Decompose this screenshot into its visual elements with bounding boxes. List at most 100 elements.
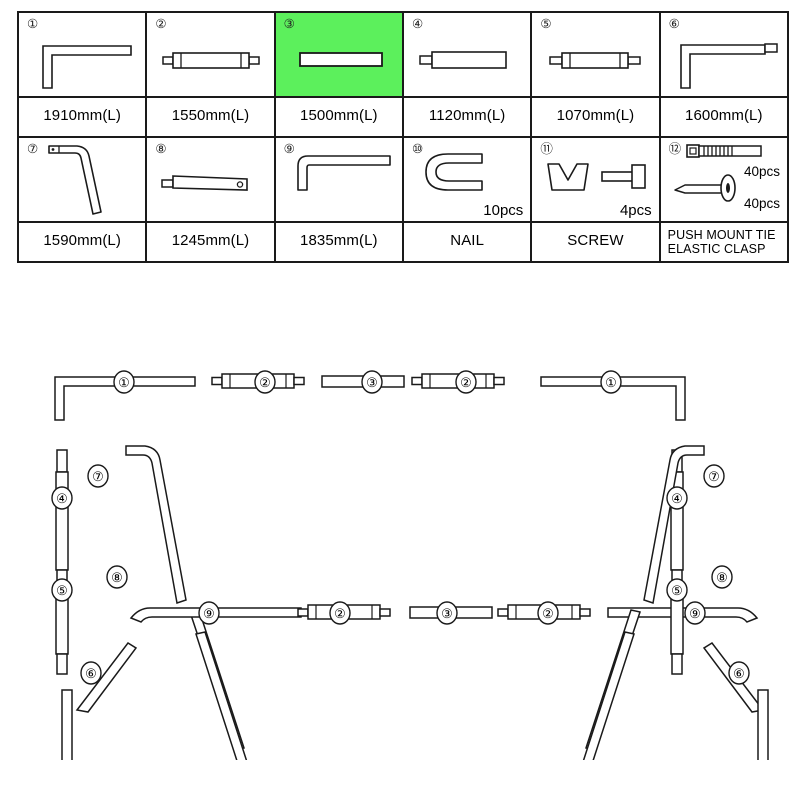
l-bracket-socket-tube-icon bbox=[679, 43, 778, 89]
part-index-8: ⑧ bbox=[155, 142, 167, 156]
badge-label: ④ bbox=[56, 491, 68, 506]
push-mount-tie-and-clasp-icon bbox=[673, 144, 762, 202]
double-socket-tube-icon bbox=[549, 52, 642, 69]
badge-label: ⑥ bbox=[733, 666, 745, 681]
badge-left-post-6: ⑥ bbox=[80, 661, 102, 685]
badge-label: ⑤ bbox=[56, 583, 68, 598]
wing-nut-and-screw-icon bbox=[547, 163, 647, 191]
right-brace-7 bbox=[643, 445, 705, 604]
part-art-8: ⑧ bbox=[147, 138, 273, 221]
badge-left-post-5: ⑤ bbox=[51, 578, 73, 602]
badge-right-brace-7: ⑦ bbox=[703, 464, 725, 488]
badge-bottom-9-left: ⑨ bbox=[198, 601, 220, 625]
badge-label: ② bbox=[460, 375, 472, 390]
part-art-6: ⑥ bbox=[661, 13, 787, 96]
left-post-6 bbox=[61, 689, 73, 807]
left-post-5-socket-bottom bbox=[56, 653, 68, 675]
part-cell-9[interactable]: ⑨ 1835mm(L) bbox=[275, 138, 404, 261]
part-index-5: ⑤ bbox=[540, 17, 552, 31]
left-brace-8 bbox=[195, 631, 248, 765]
part-index-2: ② bbox=[155, 17, 167, 31]
badge-right-brace-8: ⑧ bbox=[711, 565, 733, 589]
part-label-5: 1070mm(L) bbox=[532, 95, 659, 136]
badge-label: ① bbox=[605, 375, 617, 390]
parts-list-table: ① 1910mm(L) ② 1550mm(L) bbox=[17, 11, 789, 263]
part-label-7: 1590mm(L) bbox=[19, 220, 146, 261]
part-label-12: PUSH MOUNT TIE ELASTIC CLASP bbox=[660, 220, 787, 261]
badge-label: ⑤ bbox=[671, 583, 683, 598]
part-label-8: 1245mm(L) bbox=[147, 220, 274, 261]
badge-right-post-6: ⑥ bbox=[728, 661, 750, 685]
part-qty-11: 4pcs bbox=[619, 201, 652, 219]
part-art-7: ⑦ bbox=[19, 138, 145, 221]
parts-table-row-1: ① 1910mm(L) ② 1550mm(L) bbox=[19, 13, 787, 138]
badge-top-1-left: ① bbox=[113, 370, 135, 394]
part-cell-10[interactable]: ⑩ 10pcs NAIL bbox=[403, 138, 533, 261]
badge-top-2-left: ② bbox=[254, 370, 276, 394]
part-cell-3[interactable]: ③ 1500mm(L) bbox=[275, 13, 404, 136]
badge-label: ③ bbox=[441, 606, 453, 621]
bottom-left-angle bbox=[75, 642, 138, 713]
u-nail-icon bbox=[425, 153, 483, 191]
part-cell-12[interactable]: ⑫ 40pcs bbox=[660, 138, 787, 261]
part-cell-11[interactable]: ⑪ 4pcs SCREW bbox=[532, 138, 661, 261]
badge-bottom-9-right: ⑨ bbox=[684, 601, 706, 625]
part-art-1: ① bbox=[19, 13, 145, 96]
badge-label: ⑧ bbox=[111, 570, 123, 585]
part-index-3: ③ bbox=[283, 17, 295, 31]
part-index-6: ⑥ bbox=[668, 17, 680, 31]
l-corner-tube-icon bbox=[296, 155, 391, 191]
single-socket-tube-icon bbox=[419, 51, 507, 69]
part-label-3: 1500mm(L) bbox=[275, 95, 402, 136]
part-label-1: 1910mm(L) bbox=[19, 95, 146, 136]
bottom-socket-left-b bbox=[379, 608, 391, 617]
badge-label: ② bbox=[334, 606, 346, 621]
frame-assembly-svg: ① ② ③ ② ① ④ bbox=[51, 370, 769, 807]
badge-left-post-4: ④ bbox=[51, 486, 73, 510]
left-brace-7 bbox=[125, 445, 187, 604]
part-art-10: ⑩ 10pcs bbox=[404, 138, 530, 221]
part-label-6: 1600mm(L) bbox=[660, 95, 787, 136]
part-cell-5[interactable]: ⑤ 1070mm(L) bbox=[532, 13, 661, 136]
badge-left-brace-8: ⑧ bbox=[106, 565, 128, 589]
part-cell-7[interactable]: ⑦ 1590mm(L) bbox=[19, 138, 148, 261]
part-index-7: ⑦ bbox=[27, 142, 39, 156]
badge-label: ⑥ bbox=[85, 666, 97, 681]
badge-bottom-2-left: ② bbox=[329, 601, 351, 625]
frame-badges: ① ② ③ ② ① ④ bbox=[51, 370, 750, 685]
badge-left-brace-7: ⑦ bbox=[87, 464, 109, 488]
badge-bottom-3-center: ③ bbox=[436, 601, 458, 625]
socket-right-b bbox=[493, 376, 505, 386]
part-label-11: SCREW bbox=[532, 220, 659, 261]
part-cell-8[interactable]: ⑧ 1245mm(L) bbox=[147, 138, 276, 261]
badge-label: ⑦ bbox=[708, 469, 720, 484]
badge-top-2-right: ② bbox=[455, 370, 477, 394]
part-cell-6[interactable]: ⑥ 1600mm(L) bbox=[660, 13, 787, 136]
part-art-5: ⑤ bbox=[532, 13, 658, 96]
socket-left-b bbox=[293, 376, 305, 386]
badge-label: ④ bbox=[671, 491, 683, 506]
badge-label: ② bbox=[259, 375, 271, 390]
part-label-2: 1550mm(L) bbox=[147, 95, 274, 136]
part-art-4: ④ bbox=[404, 13, 530, 96]
right-brace-8 bbox=[582, 631, 635, 765]
left-post-4-socket bbox=[56, 449, 68, 473]
part-index-10: ⑩ bbox=[411, 142, 424, 156]
part-art-12: ⑫ 40pcs bbox=[661, 138, 787, 221]
part-index-11: ⑪ bbox=[540, 142, 553, 156]
part-art-11: ⑪ 4pcs bbox=[532, 138, 658, 221]
double-socket-tube-icon bbox=[162, 52, 261, 69]
part-cell-2[interactable]: ② 1550mm(L) bbox=[147, 13, 276, 136]
badge-top-1-right: ① bbox=[600, 370, 622, 394]
part-art-2: ② bbox=[147, 13, 273, 96]
badge-label: ① bbox=[118, 375, 130, 390]
badge-right-post-4: ④ bbox=[666, 486, 688, 510]
part-cell-4[interactable]: ④ 1120mm(L) bbox=[403, 13, 533, 136]
part-index-1: ① bbox=[27, 17, 39, 31]
part-cell-1[interactable]: ① 1910mm(L) bbox=[19, 13, 148, 136]
badge-top-3-center: ③ bbox=[361, 370, 383, 394]
parts-table-row-2: ⑦ 1590mm(L) ⑧ 1245mm(L) bbox=[19, 138, 787, 261]
frame-assembly-diagram: ① ② ③ ② ① ④ bbox=[0, 300, 807, 807]
badge-label: ⑨ bbox=[203, 606, 215, 621]
part-art-3: ③ bbox=[275, 13, 402, 96]
